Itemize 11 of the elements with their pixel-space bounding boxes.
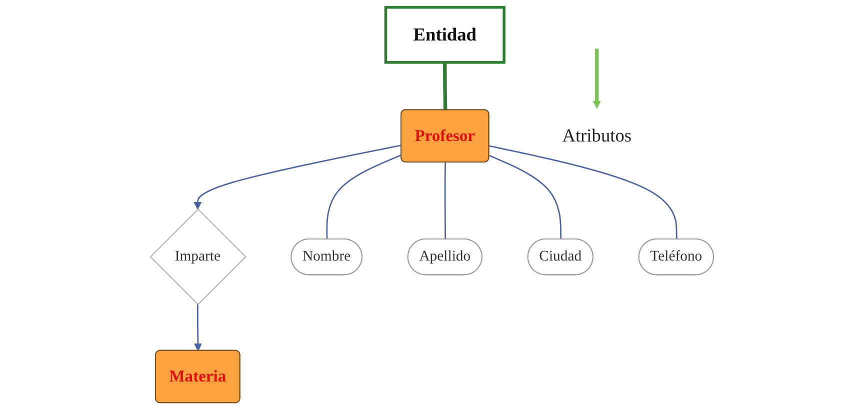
connector [326, 154, 402, 240]
connector [444, 162, 446, 240]
arrow [592, 48, 601, 109]
arrow [194, 144, 402, 210]
connector [443, 62, 448, 110]
node-text: Atributos [562, 126, 632, 146]
connector [488, 154, 562, 240]
connector [489, 145, 678, 240]
arrow [194, 304, 202, 352]
node-diamond: Imparte [150, 208, 246, 306]
node-box: Entidad [384, 6, 506, 64]
